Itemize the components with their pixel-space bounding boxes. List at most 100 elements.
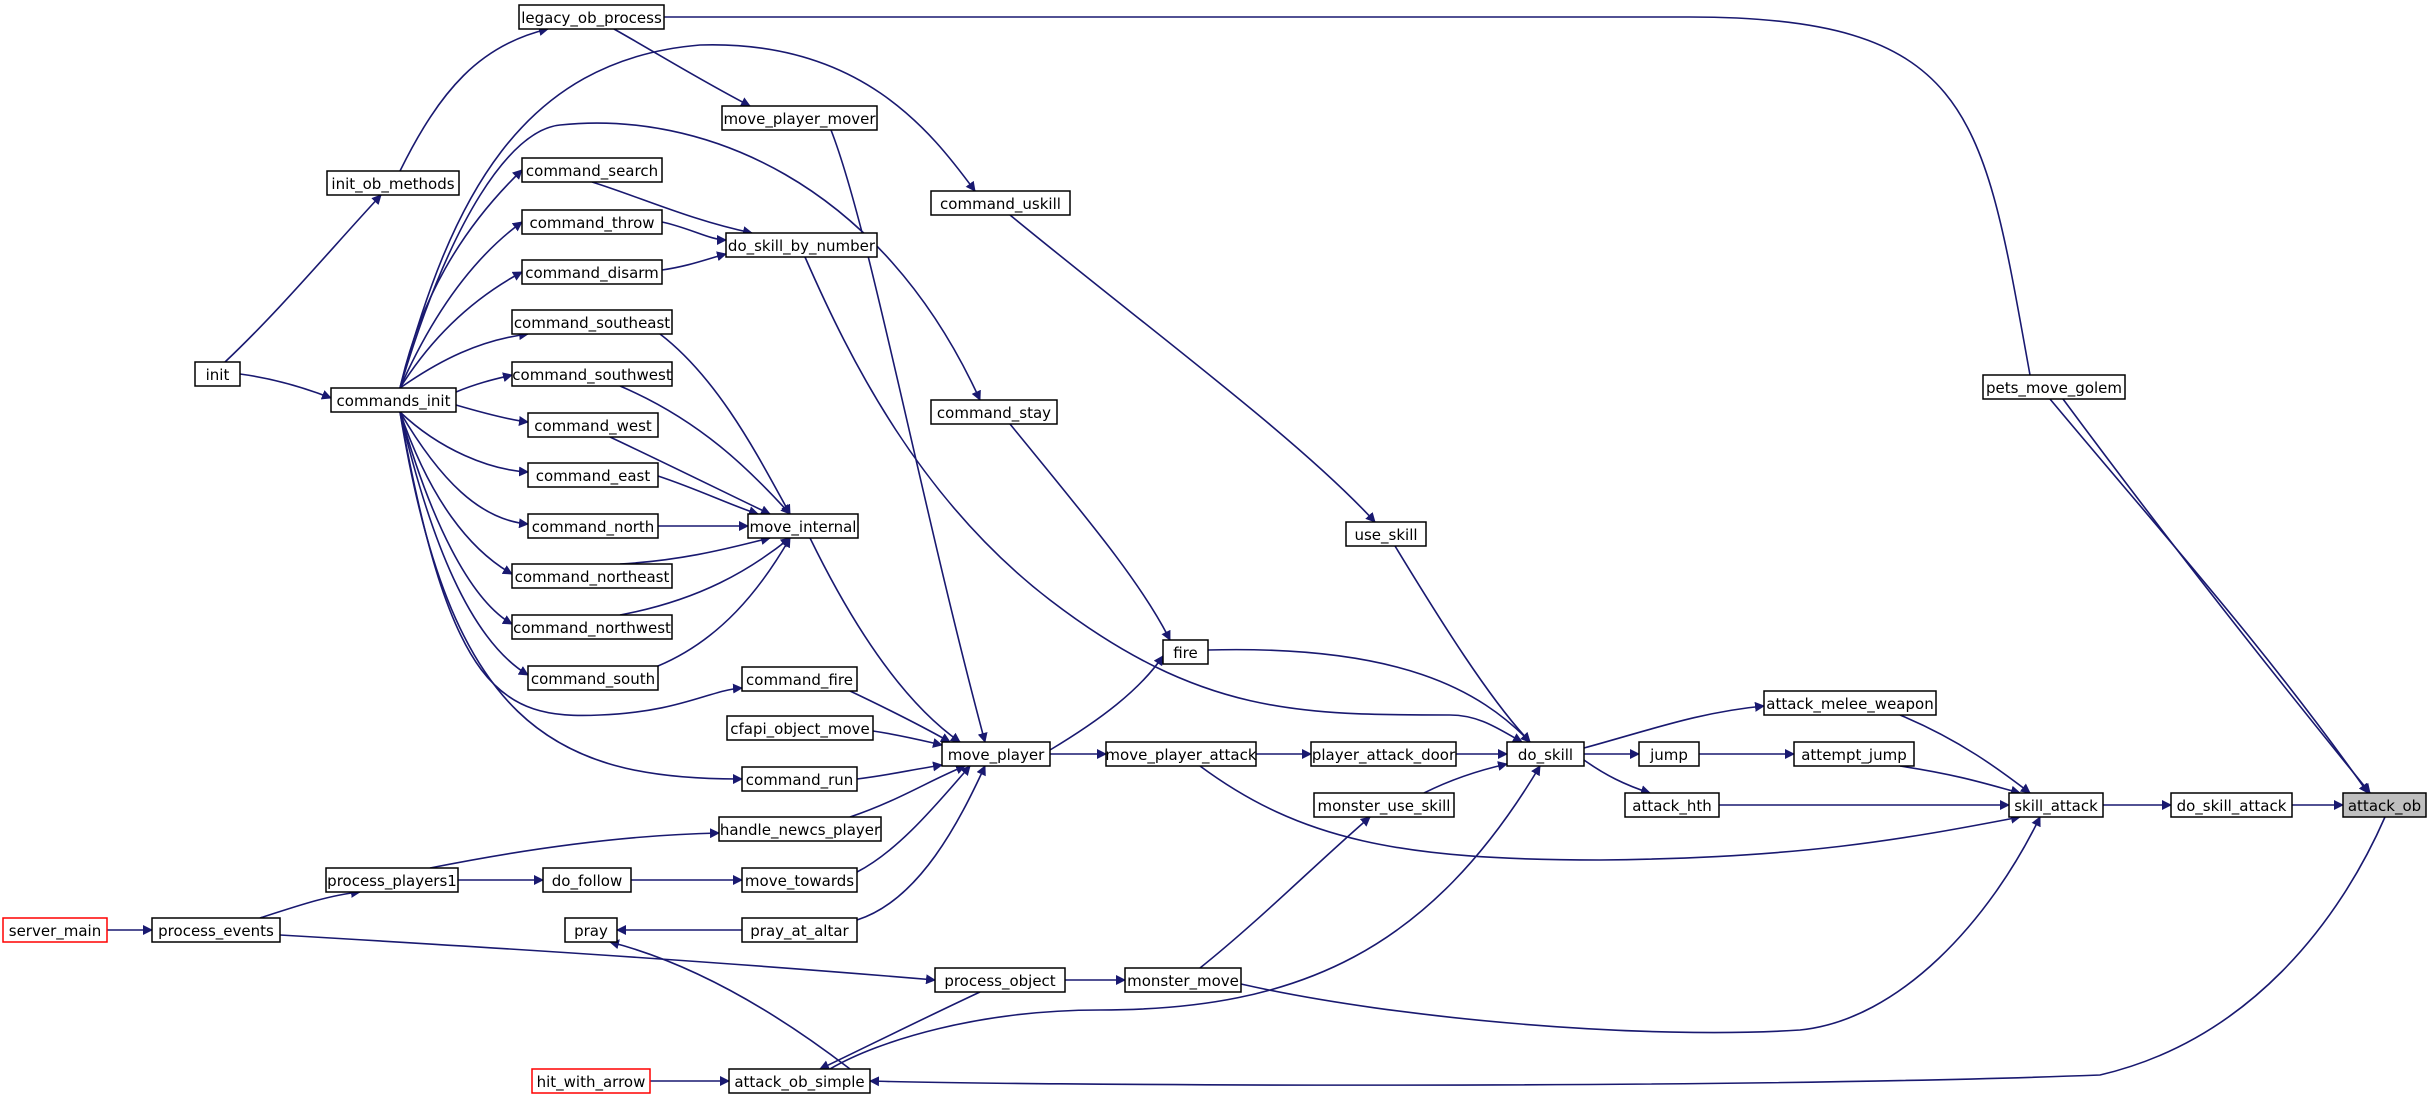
node-label: move_towards <box>745 872 854 891</box>
edge-path <box>1583 701 1765 749</box>
edge-commands_init-to-command_northwest <box>399 411 513 625</box>
node-command-west[interactable]: command_west <box>527 412 659 438</box>
node-init-ob-methods[interactable]: init_ob_methods <box>326 170 460 196</box>
node-command-fire[interactable]: command_fire <box>741 666 858 692</box>
node-process-events[interactable]: process_events <box>151 917 281 943</box>
node-attack-melee-weapon[interactable]: attack_melee_weapon <box>1763 690 1937 716</box>
edge-init_ob_methods-to-legacy_ob_process <box>399 26 549 172</box>
node-command-northeast[interactable]: command_northeast <box>511 563 673 589</box>
edge-path <box>1009 214 1376 523</box>
node-handle-newcs-player[interactable]: handle_newcs_player <box>718 816 882 842</box>
edge-commands_init-to-command_west <box>455 404 529 426</box>
edge-command_northeast-to-move_internal <box>619 535 771 565</box>
node-label: server_main <box>9 922 101 941</box>
node-pets-move-golem[interactable]: pets_move_golem <box>1982 374 2126 400</box>
node-commands-init[interactable]: commands_init <box>330 387 457 413</box>
node-box <box>934 967 1066 993</box>
node-attack-ob[interactable]: attack_ob <box>2342 792 2427 818</box>
node-label: handle_newcs_player <box>720 821 881 840</box>
node-label: monster_move <box>1127 972 1239 991</box>
node-command-run[interactable]: command_run <box>741 766 858 792</box>
edge-path <box>399 271 523 389</box>
edge-path <box>1394 545 1531 743</box>
node-attack-hth[interactable]: attack_hth <box>1624 792 1720 818</box>
node-label: command_throw <box>529 214 654 233</box>
edge-commands_init-to-command_northeast <box>399 411 513 575</box>
edge-path <box>1207 648 1531 743</box>
node-player-attack-door[interactable]: player_attack_door <box>1310 741 1457 767</box>
edge-path <box>856 761 943 780</box>
node-box <box>521 157 663 183</box>
node-process-players1[interactable]: process_players1 <box>325 867 459 893</box>
edge-path <box>856 765 986 921</box>
node-label: command_disarm <box>525 264 659 283</box>
node-do-skill-attack[interactable]: do_skill_attack <box>2170 792 2293 818</box>
node-move-player-mover[interactable]: move_player_mover <box>721 105 878 131</box>
node-server-main[interactable]: server_main <box>2 917 108 943</box>
edge-do_skill-to-attack_hth <box>1583 759 1651 796</box>
node-command-search[interactable]: command_search <box>521 157 663 183</box>
node-move-internal[interactable]: move_internal <box>747 513 859 539</box>
node-jump[interactable]: jump <box>1638 741 1700 767</box>
node-box <box>1763 690 1937 716</box>
node-box <box>1345 521 1427 547</box>
node-label: command_south <box>531 670 655 689</box>
node-label: move_player_mover <box>723 110 876 129</box>
node-label: command_west <box>534 417 652 436</box>
node-box <box>741 766 858 792</box>
edge-path <box>830 129 988 743</box>
edge-command_northwest-to-move_internal <box>619 537 791 616</box>
node-box <box>542 867 632 893</box>
node-label: attempt_jump <box>1801 746 1907 765</box>
node-pray-at-altar[interactable]: pray_at_altar <box>741 917 858 943</box>
node-process-object[interactable]: process_object <box>934 967 1066 993</box>
edge-path <box>819 991 981 1070</box>
node-command-uskill[interactable]: command_uskill <box>930 190 1071 216</box>
node-command-disarm[interactable]: command_disarm <box>521 259 663 285</box>
node-command-throw[interactable]: command_throw <box>521 209 663 235</box>
edge-commands_init-to-command_disarm <box>399 271 523 389</box>
edge-path <box>1049 655 1164 751</box>
node-command-northwest[interactable]: command_northwest <box>511 614 673 640</box>
node-label: attack_ob_simple <box>734 1073 864 1092</box>
edge-path <box>661 221 727 245</box>
node-move-player-attack[interactable]: move_player_attack <box>1105 741 1257 767</box>
node-fire[interactable]: fire <box>1162 639 1209 665</box>
node-command-stay[interactable]: command_stay <box>930 399 1058 425</box>
edge-path <box>399 411 513 625</box>
node-do-skill-by-number[interactable]: do_skill_by_number <box>725 232 878 258</box>
node-command-south[interactable]: command_south <box>527 665 659 691</box>
edge-path <box>399 221 523 389</box>
edge-init-to-init_ob_methods <box>224 194 382 363</box>
node-legacy-ob-process[interactable]: legacy_ob_process <box>518 4 665 30</box>
node-monster-use-skill[interactable]: monster_use_skill <box>1313 792 1455 818</box>
node-do-skill[interactable]: do_skill <box>1506 741 1585 767</box>
edge-path <box>872 730 943 748</box>
node-use-skill[interactable]: use_skill <box>1345 521 1427 547</box>
edge-path <box>661 251 727 271</box>
node-cfapi-object-move[interactable]: cfapi_object_move <box>726 715 874 741</box>
edge-path <box>591 181 753 237</box>
node-box <box>1124 967 1242 993</box>
node-do-follow[interactable]: do_follow <box>542 867 632 893</box>
node-command-southeast[interactable]: command_southeast <box>511 309 673 335</box>
node-attempt-jump[interactable]: attempt_jump <box>1793 741 1915 767</box>
edge-path <box>399 122 981 401</box>
node-hit-with-arrow[interactable]: hit_with_arrow <box>531 1068 651 1094</box>
node-skill-attack[interactable]: skill_attack <box>2008 792 2104 818</box>
edge-command_throw-to-do_skill_by_number <box>661 221 727 245</box>
edge-path <box>809 537 961 743</box>
node-move-player[interactable]: move_player <box>941 741 1051 767</box>
node-label: pray <box>574 922 608 940</box>
node-box <box>1638 741 1700 767</box>
node-command-north[interactable]: command_north <box>527 513 659 539</box>
node-pray[interactable]: pray <box>564 917 618 943</box>
edge-command_south-to-move_internal <box>657 537 791 667</box>
node-init[interactable]: init <box>194 361 241 387</box>
node-attack-ob-simple[interactable]: attack_ob_simple <box>728 1068 871 1094</box>
node-monster-move[interactable]: monster_move <box>1124 967 1242 993</box>
node-command-southwest[interactable]: command_southwest <box>511 361 673 387</box>
node-command-east[interactable]: command_east <box>527 462 659 488</box>
node-box <box>930 399 1058 425</box>
node-move-towards[interactable]: move_towards <box>741 867 858 893</box>
